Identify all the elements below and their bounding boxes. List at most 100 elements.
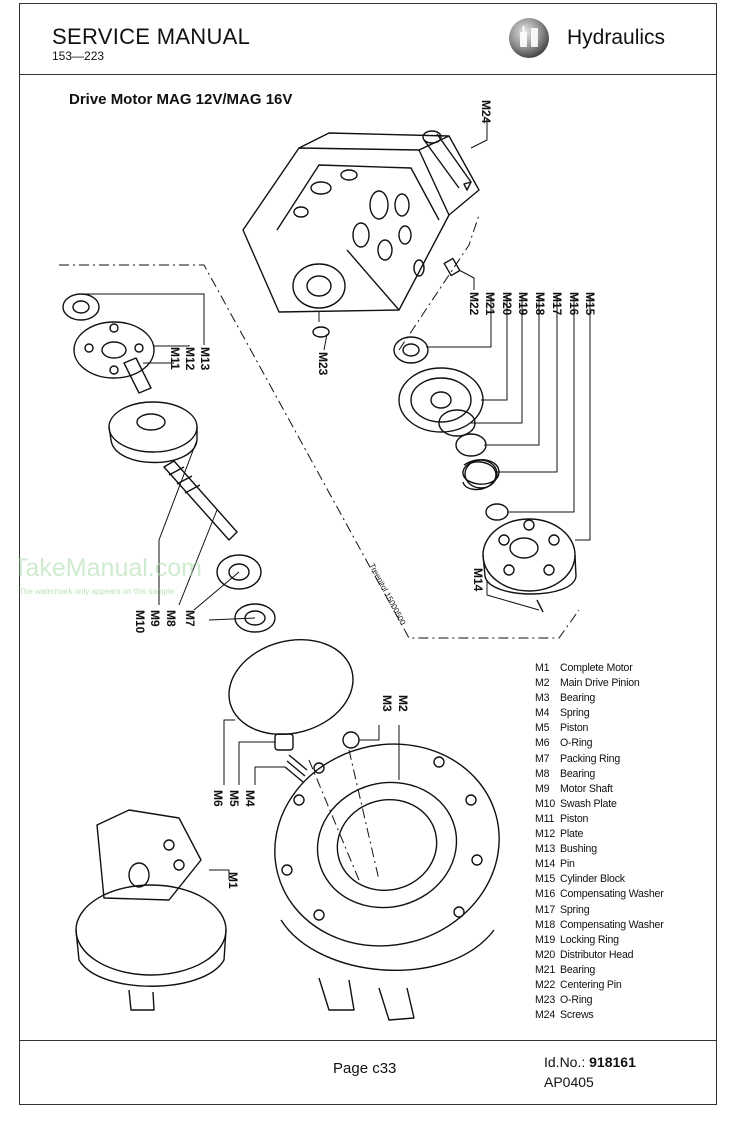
spring-m4 xyxy=(284,754,308,783)
legend-code: M15 xyxy=(535,873,556,886)
legend-name: Bushing xyxy=(560,843,597,856)
watermark-brand: TakeManual.com xyxy=(19,554,202,582)
o-ring-m6 xyxy=(228,638,354,736)
legend-item: M12 Plate xyxy=(535,827,664,842)
callout-m17: M17 xyxy=(550,292,564,316)
callout-m8: M8 xyxy=(164,610,178,627)
legend-code: M23 xyxy=(535,994,556,1007)
legend-code: M4 xyxy=(535,707,550,720)
pin-m22 xyxy=(443,257,461,277)
callout-m6: M6 xyxy=(211,790,225,807)
legend-code: M6 xyxy=(535,737,550,750)
legend-name: Bearing xyxy=(560,767,596,780)
legend-code: M8 xyxy=(535,767,550,780)
callout-m2: M2 xyxy=(396,695,410,712)
section-label: Hydraulics xyxy=(567,26,666,49)
legend-name: Pin xyxy=(560,858,575,871)
document-id-label: Id.No.: xyxy=(544,1054,586,1070)
callout-m22: M22 xyxy=(467,292,481,316)
assembly-axis-lines xyxy=(59,214,580,881)
model-range: 153—223 xyxy=(52,49,105,63)
distributor-head-m20 xyxy=(398,367,484,433)
legend-code: M10 xyxy=(535,797,556,810)
bushing-m13 xyxy=(62,293,100,321)
legend-item: M13 Bushing xyxy=(535,842,664,857)
motor-housing-top xyxy=(242,132,480,313)
pin-m14 xyxy=(536,599,544,613)
legend-code: M19 xyxy=(535,933,556,946)
legend-name: Bearing xyxy=(560,963,596,976)
callout-m13: M13 xyxy=(198,347,212,371)
main-drive-pinion-m2 xyxy=(274,743,500,1021)
rings-m19-m18 xyxy=(438,409,487,457)
legend-name: Compensating Washer xyxy=(560,918,664,931)
legend-code: M22 xyxy=(535,978,556,991)
washer-m16 xyxy=(485,503,509,521)
callout-m14: M14 xyxy=(471,568,485,592)
legend-name: Compensating Washer xyxy=(560,888,664,901)
spring-m17 xyxy=(462,458,500,491)
legend-code: M5 xyxy=(535,722,550,735)
callout-m21: M21 xyxy=(483,292,497,316)
screw-m24 xyxy=(422,130,472,191)
callout-m12: M12 xyxy=(183,347,197,371)
legend-name: Piston xyxy=(560,722,589,735)
o-ring-m23 xyxy=(312,326,330,338)
piston-m5 xyxy=(274,733,294,751)
legend-item: M14 Pin xyxy=(535,857,664,872)
legend-code: M7 xyxy=(535,752,550,765)
legend-name: O-Ring xyxy=(560,994,593,1007)
callout-m15: M15 xyxy=(583,292,597,316)
legend-name: Piston xyxy=(560,812,589,825)
legend-name: Screws xyxy=(560,1009,594,1022)
watermark-note: The watermark only appears on this sampl… xyxy=(19,587,175,596)
callout-m23: M23 xyxy=(316,352,330,376)
legend-name: Locking Ring xyxy=(560,933,619,946)
legend-code: M12 xyxy=(535,828,556,841)
callout-m18: M18 xyxy=(533,292,547,316)
legend-code: M13 xyxy=(535,843,556,856)
legend-code: M17 xyxy=(535,903,556,916)
legend-item: M8 Bearing xyxy=(535,767,664,782)
legend-code: M1 xyxy=(535,662,550,674)
legend-item: M19 Locking Ring xyxy=(535,933,664,948)
legend-item: M15 Cylinder Block xyxy=(535,872,664,887)
legend-name: Spring xyxy=(560,903,590,916)
legend-name: Plate xyxy=(560,828,584,841)
motor-shaft-m9 xyxy=(163,460,238,541)
leader-lines xyxy=(81,118,591,880)
legend-item: M7 Packing Ring xyxy=(535,752,664,767)
bearing-m8 xyxy=(216,554,262,590)
legend-name: Distributor Head xyxy=(560,948,634,961)
callout-m4: M4 xyxy=(243,790,257,807)
legend-name: Main Drive Pinion xyxy=(560,677,640,690)
plate-m12 xyxy=(73,321,155,379)
callout-m11: M11 xyxy=(168,347,182,370)
callout-labels: M24 M22 M21 M20 M19 M18 M17 M16 M15 M23 … xyxy=(19,100,597,889)
legend-item: M17 Spring xyxy=(535,903,664,918)
legend-code: M2 xyxy=(535,677,550,690)
legend-item: M5 Piston xyxy=(535,721,664,736)
page-frame xyxy=(19,3,717,1105)
legend-name: Packing Ring xyxy=(560,752,621,765)
document-id: Id.No.: 918161 xyxy=(544,1054,636,1070)
callout-m3: M3 xyxy=(380,695,394,712)
exploded-parts-diagram: M24 M22 M21 M20 M19 M18 M17 M16 M15 M23 … xyxy=(19,100,597,1021)
legend-name: O-Ring xyxy=(560,737,593,750)
legend-name: Cylinder Block xyxy=(560,873,625,886)
complete-motor-m1 xyxy=(75,809,227,1011)
legend-code: M14 xyxy=(535,858,556,871)
callout-m20: M20 xyxy=(500,292,514,316)
legend-item: M21 Bearing xyxy=(535,963,664,978)
legend-item: M6 O-Ring xyxy=(535,736,664,751)
assembly-note: Treenitol 15000500 xyxy=(367,562,407,627)
legend-code: M21 xyxy=(535,963,556,976)
revision-code: AP0405 xyxy=(544,1074,594,1090)
legend-name: Spring xyxy=(560,707,590,720)
legend-item: M23 O-Ring xyxy=(535,993,664,1008)
